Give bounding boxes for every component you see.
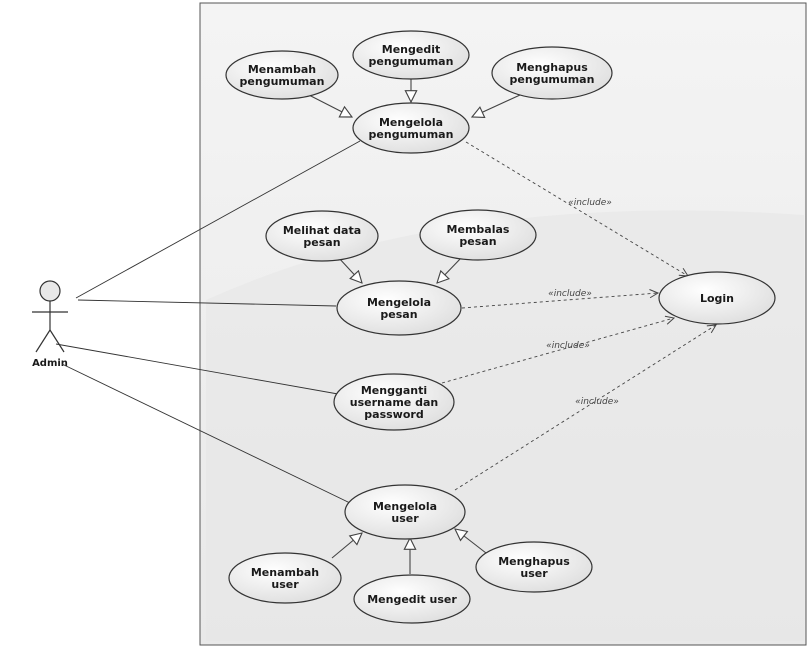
use-case-label: Menghapus bbox=[498, 555, 570, 568]
use-case-label: Mengganti bbox=[361, 384, 427, 397]
use-case-label: Mengelola bbox=[379, 116, 443, 129]
assoc-admin-mengelola-pengumuman bbox=[75, 140, 361, 299]
use-case-label: pengumuman bbox=[240, 75, 325, 88]
use-case-label: Mengelola bbox=[373, 500, 437, 513]
actor-admin[interactable]: Admin bbox=[32, 280, 68, 369]
use-case-label: Mengelola bbox=[367, 296, 431, 309]
use-case-label: Menghapus bbox=[516, 61, 588, 74]
use-case-ellipse bbox=[419, 209, 537, 261]
gen-membalas-pesan bbox=[437, 256, 463, 283]
include-pesan-login bbox=[461, 293, 658, 309]
use-case-label: Login bbox=[700, 292, 734, 305]
use-case-label: Melihat data bbox=[283, 224, 361, 237]
use-case-label: pesan bbox=[303, 236, 340, 249]
use-case-ellipse bbox=[333, 373, 455, 431]
use-case-ellipse bbox=[228, 552, 342, 604]
use-case-ellipse bbox=[491, 46, 613, 100]
use-case-label: user bbox=[391, 512, 419, 525]
assoc-admin-mengganti-username bbox=[55, 343, 339, 395]
use-case-mengedit-user[interactable]: Mengedit user bbox=[353, 574, 471, 624]
stereotype-include-2: «include» bbox=[548, 289, 592, 299]
use-case-label: pengumuman bbox=[369, 128, 454, 141]
use-case-label: username dan bbox=[350, 396, 438, 409]
use-case-ellipse bbox=[475, 541, 593, 593]
assoc-admin-mengelola-pesan bbox=[77, 299, 337, 307]
use-case-label: Menambah bbox=[251, 566, 319, 579]
stereotype-include-1: «include» bbox=[568, 198, 612, 208]
assoc-admin-mengelola-user bbox=[61, 363, 351, 504]
stereotype-include-3: «include» bbox=[546, 341, 590, 351]
include-username-login bbox=[441, 318, 674, 384]
use-case-ellipse bbox=[352, 30, 470, 80]
use-case-label: Menambah bbox=[248, 63, 316, 76]
use-case-ellipse bbox=[344, 484, 466, 540]
use-case-ellipse bbox=[658, 271, 776, 325]
stereotype-include-4: «include» bbox=[575, 397, 619, 407]
actor-label: Admin bbox=[32, 358, 68, 369]
use-case-ellipse bbox=[225, 50, 339, 100]
gen-menghapus-pengumuman bbox=[472, 94, 521, 117]
use-case-ellipse bbox=[352, 102, 470, 154]
use-case-label: pengumuman bbox=[369, 55, 454, 68]
use-case-label: Mengedit user bbox=[367, 593, 457, 606]
include-pengumuman-login bbox=[465, 141, 688, 276]
use-case-login[interactable]: Login bbox=[658, 271, 776, 325]
use-case-label: user bbox=[520, 567, 548, 580]
actor-head bbox=[39, 280, 61, 302]
use-case-label: pesan bbox=[459, 235, 496, 248]
gen-menambah-pengumuman bbox=[304, 92, 352, 117]
use-case-ellipse bbox=[353, 574, 471, 624]
use-case-label: pengumuman bbox=[510, 73, 595, 86]
actor-left-leg bbox=[35, 329, 51, 353]
gen-melihat-data-pesan bbox=[337, 256, 362, 283]
use-case-label: Membalas bbox=[447, 223, 510, 236]
gen-menghapus-user bbox=[455, 529, 487, 554]
use-case-ellipse bbox=[336, 280, 462, 336]
use-case-label: user bbox=[271, 578, 299, 591]
use-case-label: pesan bbox=[380, 308, 417, 321]
actor-right-leg bbox=[49, 329, 65, 353]
gen-menambah-user bbox=[331, 533, 362, 559]
use-case-ellipse bbox=[265, 210, 379, 262]
use-case-label: Mengedit bbox=[382, 43, 440, 56]
use-case-label: password bbox=[364, 408, 423, 421]
